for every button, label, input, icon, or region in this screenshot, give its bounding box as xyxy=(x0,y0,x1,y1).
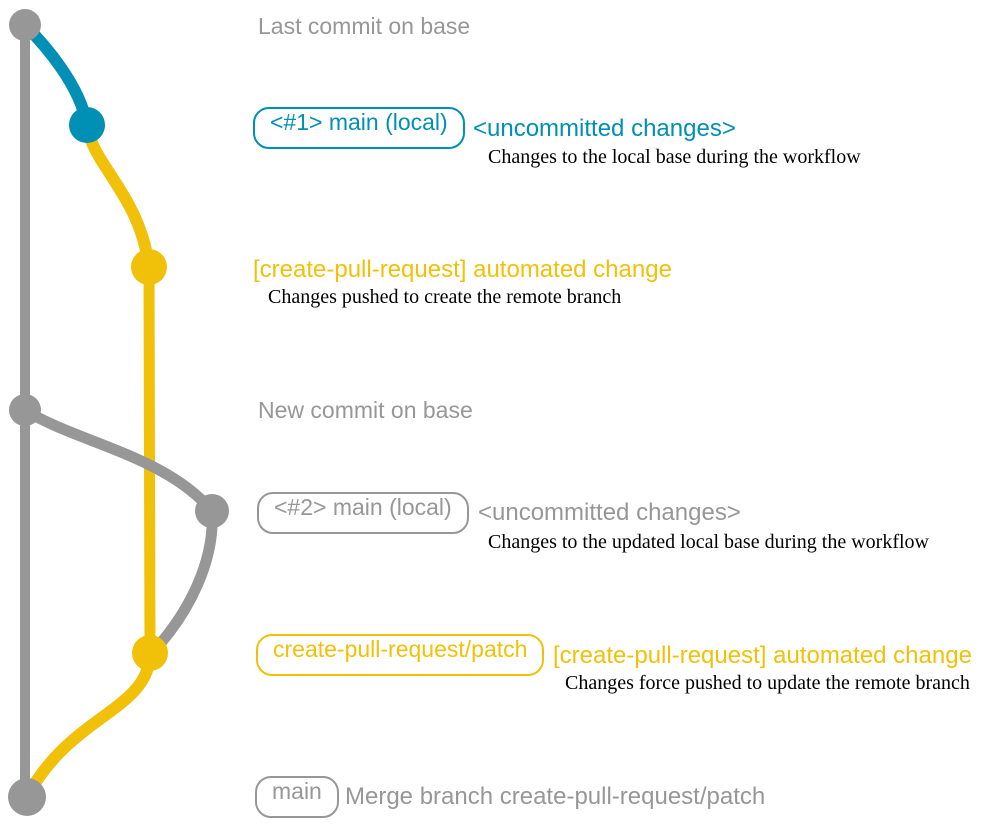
commit-title-automated-2: [create-pull-request] automated change xyxy=(553,642,972,669)
commit-description-uncommitted-2: Changes to the updated local base during… xyxy=(488,531,929,553)
commit-dot-automated-2 xyxy=(132,635,168,671)
commit-dot-automated-1 xyxy=(131,249,167,285)
caption-new-commit-on-base: New commit on base xyxy=(258,397,473,423)
branch-tag-main-local-2: <#2> main (local) xyxy=(257,492,469,534)
commit-dot-merge xyxy=(8,778,46,816)
commit-dot-last-base xyxy=(9,9,41,41)
caption-last-commit-on-base: Last commit on base xyxy=(258,13,471,39)
commit-description-automated-1: Changes pushed to create the remote bran… xyxy=(268,286,622,308)
commit-title-uncommitted-2: <uncommitted changes> xyxy=(478,499,741,526)
force-push-curve xyxy=(147,510,218,657)
commit-description-automated-2: Changes force pushed to update the remot… xyxy=(565,672,970,694)
patch-merge-curve xyxy=(21,652,156,800)
git-graph xyxy=(8,9,229,816)
patch-branch-curve-top xyxy=(81,123,155,268)
commit-title-merge: Merge branch create-pull-request/patch xyxy=(345,783,766,810)
commit-title-automated-1: [create-pull-request] automated change xyxy=(253,256,672,283)
commit-dot-local-2 xyxy=(195,494,229,528)
commit-dot-local-1 xyxy=(69,107,105,143)
branch-tag-main-local-1: <#1> main (local) xyxy=(253,107,465,149)
rebase-branch-curve xyxy=(22,405,217,515)
branch-tag-create-pull-request-patch: create-pull-request/patch xyxy=(256,634,545,676)
commit-description-uncommitted-1: Changes to the local base during the wor… xyxy=(488,146,861,168)
branch-tag-main: main xyxy=(255,776,339,818)
commit-dot-new-base xyxy=(9,394,41,426)
commit-title-uncommitted-1: <uncommitted changes> xyxy=(473,115,736,142)
